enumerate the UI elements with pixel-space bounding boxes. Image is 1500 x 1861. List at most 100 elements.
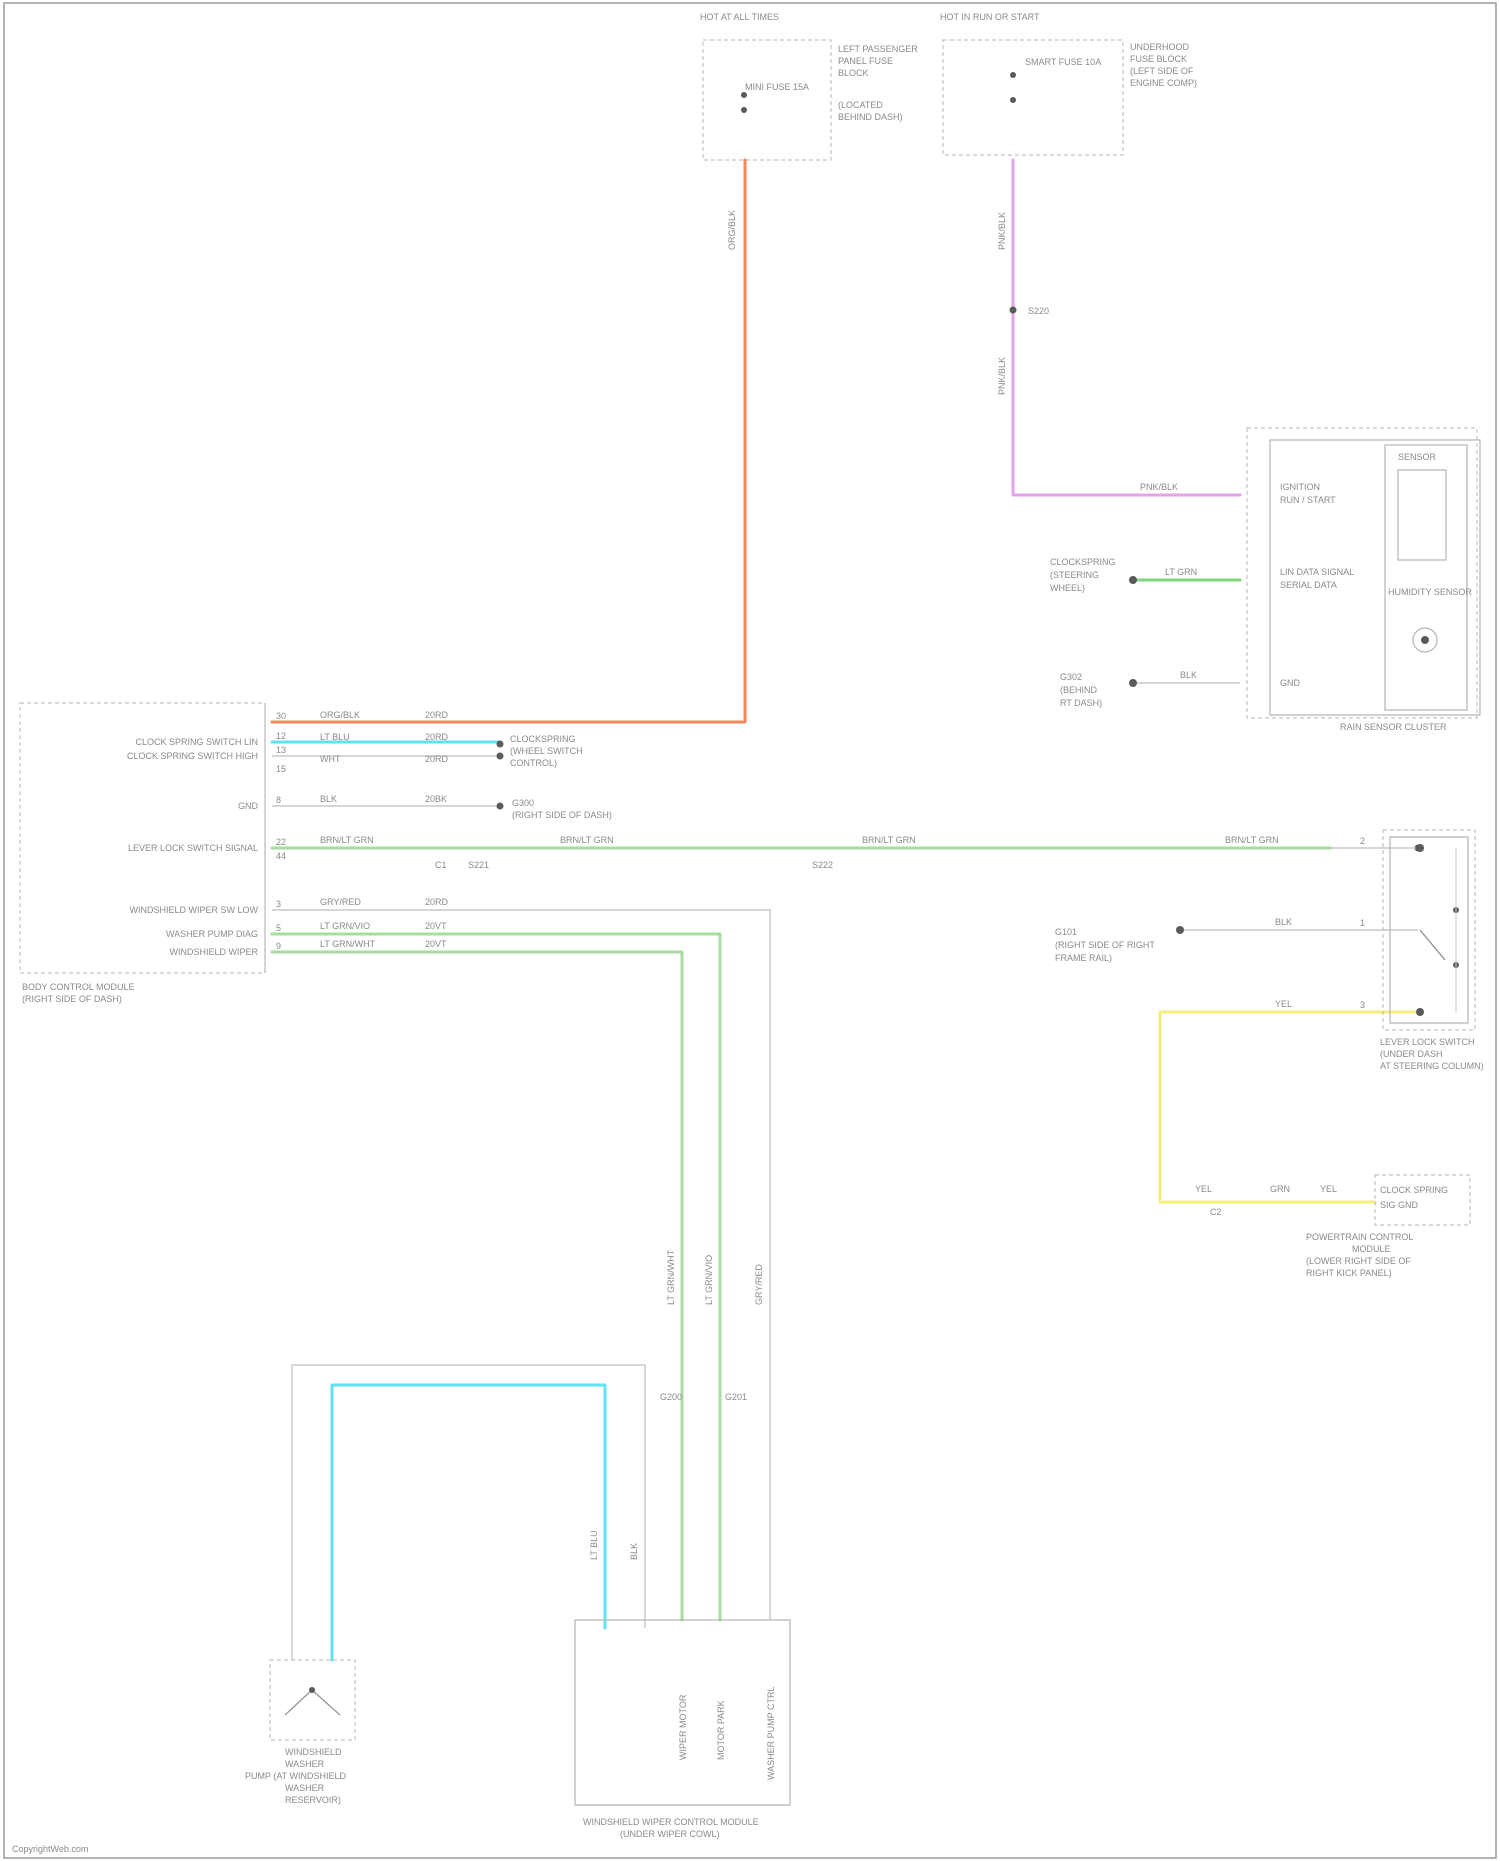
- svg-text:BODY CONTROL MODULE: BODY CONTROL MODULE: [22, 982, 135, 992]
- svg-text:S221: S221: [468, 860, 489, 870]
- svg-text:G302: G302: [1060, 672, 1082, 682]
- svg-text:LT GRN/WHT: LT GRN/WHT: [320, 939, 376, 949]
- svg-text:BRN/LT GRN: BRN/LT GRN: [862, 835, 916, 845]
- washer-pump: WINDSHIELD WASHER PUMP (AT WINDSHIELD WA…: [245, 1660, 355, 1805]
- svg-text:C2: C2: [1210, 1207, 1222, 1217]
- svg-text:LT GRN/VIO: LT GRN/VIO: [704, 1255, 714, 1305]
- svg-text:PUMP (AT WINDSHIELD: PUMP (AT WINDSHIELD: [245, 1771, 347, 1781]
- bcm-pin-label: CLOCK SPRING SWITCH HIGH: [127, 751, 258, 761]
- svg-text:(LOWER RIGHT SIDE OF: (LOWER RIGHT SIDE OF: [1306, 1256, 1411, 1266]
- svg-text:BLOCK: BLOCK: [838, 68, 869, 78]
- bcm-pin-label: WINDSHIELD WIPER: [169, 947, 258, 957]
- wire-bcm-5: [272, 934, 720, 1620]
- bcm-pin-number: 3: [276, 899, 281, 909]
- svg-text:WHEEL): WHEEL): [1050, 583, 1085, 593]
- svg-text:MOTOR PARK: MOTOR PARK: [716, 1700, 726, 1760]
- svg-text:CONTROL): CONTROL): [510, 758, 557, 768]
- svg-text:RESERVOIR): RESERVOIR): [285, 1795, 341, 1805]
- svg-text:20RD: 20RD: [425, 897, 449, 907]
- fuse-left-header: HOT AT ALL TIMES: [700, 12, 779, 22]
- bcm-pin-label: CLOCK SPRING SWITCH LIN: [135, 737, 258, 747]
- bcm-pin-label: LEVER LOCK SWITCH SIGNAL: [128, 843, 258, 853]
- svg-text:FRAME RAIL): FRAME RAIL): [1055, 953, 1112, 963]
- svg-text:20RD: 20RD: [425, 710, 449, 720]
- svg-text:BEHIND DASH): BEHIND DASH): [838, 112, 903, 122]
- svg-text:UNDERHOOD: UNDERHOOD: [1130, 42, 1190, 52]
- svg-text:(UNDER DASH: (UNDER DASH: [1380, 1049, 1443, 1059]
- svg-text:CLOCK SPRING: CLOCK SPRING: [1380, 1185, 1448, 1195]
- svg-text:(RIGHT SIDE OF DASH): (RIGHT SIDE OF DASH): [22, 994, 122, 1004]
- svg-text:YEL: YEL: [1320, 1184, 1337, 1194]
- svg-text:WHT: WHT: [320, 754, 341, 764]
- svg-text:PANEL FUSE: PANEL FUSE: [838, 56, 893, 66]
- svg-text:20RD: 20RD: [425, 754, 449, 764]
- wire-orange: [272, 160, 745, 722]
- svg-text:BLK: BLK: [1275, 917, 1292, 927]
- svg-text:(RIGHT SIDE OF RIGHT: (RIGHT SIDE OF RIGHT: [1055, 940, 1155, 950]
- svg-text:RUN / START: RUN / START: [1280, 495, 1336, 505]
- ref-labels: CLOCKSPRING (STEERING WHEEL) G302 (BEHIN…: [510, 557, 1155, 963]
- svg-text:WINDSHIELD: WINDSHIELD: [285, 1747, 342, 1757]
- svg-text:AT STEERING COLUMN): AT STEERING COLUMN): [1380, 1061, 1484, 1071]
- svg-text:ORG/BLK: ORG/BLK: [320, 710, 360, 720]
- svg-text:GND: GND: [1280, 678, 1301, 688]
- svg-text:(WHEEL SWITCH: (WHEEL SWITCH: [510, 746, 583, 756]
- svg-text:HUMIDITY SENSOR: HUMIDITY SENSOR: [1388, 587, 1472, 597]
- svg-text:GRN: GRN: [1270, 1184, 1290, 1194]
- powertrain-control-module: CLOCK SPRING SIG GND YEL GRN YEL C2 POWE…: [1195, 1175, 1470, 1278]
- svg-text:GRY/RED: GRY/RED: [320, 897, 361, 907]
- fuse-block-right: HOT IN RUN OR START SMART FUSE 10A UNDER…: [940, 12, 1197, 155]
- svg-text:(UNDER WIPER COWL): (UNDER WIPER COWL): [620, 1829, 720, 1839]
- svg-text:BLK: BLK: [320, 794, 337, 804]
- svg-text:G200: G200: [660, 1392, 682, 1402]
- svg-text:RIGHT KICK PANEL): RIGHT KICK PANEL): [1306, 1268, 1392, 1278]
- wire-washer-cyan: [332, 1385, 605, 1660]
- wire-pink: [1013, 160, 1240, 495]
- splice-label-s1: S220: [1028, 306, 1049, 316]
- svg-text:(STEERING: (STEERING: [1050, 570, 1099, 580]
- svg-text:LIN DATA SIGNAL: LIN DATA SIGNAL: [1280, 567, 1354, 577]
- svg-text:G300: G300: [512, 798, 534, 808]
- svg-text:YEL: YEL: [1195, 1184, 1212, 1194]
- sensor-name: RAIN SENSOR CLUSTER: [1340, 722, 1447, 732]
- vertical-wire-labels: LT GRN/WHT LT GRN/VIO GRY/RED LT BLU BLK…: [589, 1249, 764, 1560]
- svg-text:(LOCATED: (LOCATED: [838, 100, 883, 110]
- sensor-element-label: SENSOR: [1398, 452, 1437, 462]
- wire-bcm-3: [272, 910, 770, 1620]
- bcm-pin-number: 15: [276, 764, 286, 774]
- bcm-pin-number: 22: [276, 837, 286, 847]
- fuse-right-label: SMART FUSE 10A: [1025, 57, 1101, 67]
- svg-text:MODULE: MODULE: [1352, 1244, 1391, 1254]
- svg-text:S222: S222: [812, 860, 833, 870]
- svg-text:FUSE BLOCK: FUSE BLOCK: [1130, 54, 1187, 64]
- svg-text:CLOCKSPRING: CLOCKSPRING: [510, 734, 576, 744]
- svg-text:WASHER PUMP CTRL: WASHER PUMP CTRL: [766, 1686, 776, 1780]
- svg-text:2: 2: [1360, 836, 1365, 846]
- svg-text:ENGINE COMP): ENGINE COMP): [1130, 78, 1197, 88]
- svg-text:GRY/RED: GRY/RED: [754, 1264, 764, 1305]
- rain-sensor-cluster: SENSOR HUMIDITY SENSOR IGNITION RUN / ST…: [1247, 428, 1480, 732]
- bcm-pin-number: 44: [276, 851, 286, 861]
- wiper-control-module: WIPER MOTOR MOTOR PARK WASHER PUMP CTRL …: [575, 1620, 790, 1839]
- body-control-module: BODY CONTROL MODULE (RIGHT SIDE OF DASH): [20, 703, 265, 1004]
- svg-text:LT GRN/VIO: LT GRN/VIO: [320, 921, 370, 931]
- bcm-pin-label: GND: [238, 801, 259, 811]
- svg-text:POWERTRAIN CONTROL: POWERTRAIN CONTROL: [1306, 1232, 1413, 1242]
- bcm-pin-number: 5: [276, 923, 281, 933]
- svg-text:SERIAL DATA: SERIAL DATA: [1280, 580, 1337, 590]
- bcm-pin-number: 8: [276, 795, 281, 805]
- svg-text:BLK: BLK: [629, 1543, 639, 1560]
- svg-text:CLOCKSPRING: CLOCKSPRING: [1050, 557, 1116, 567]
- svg-text:WASHER: WASHER: [285, 1783, 325, 1793]
- svg-text:PNK/BLK: PNK/BLK: [997, 212, 1007, 250]
- bcm-pin-number: 12: [276, 731, 286, 741]
- fuse-block-left: HOT AT ALL TIMES MINI FUSE 15A LEFT PASS…: [700, 12, 918, 160]
- bcm-pin-label: WASHER PUMP DIAG: [166, 929, 258, 939]
- svg-text:(LEFT SIDE OF: (LEFT SIDE OF: [1130, 66, 1194, 76]
- svg-text:G101: G101: [1055, 927, 1077, 937]
- svg-text:RT DASH): RT DASH): [1060, 698, 1102, 708]
- svg-text:G201: G201: [725, 1392, 747, 1402]
- fuse-left-label: MINI FUSE 15A: [745, 82, 809, 92]
- svg-text:PNK/BLK: PNK/BLK: [997, 357, 1007, 395]
- bcm-pin-number: 30: [276, 711, 286, 721]
